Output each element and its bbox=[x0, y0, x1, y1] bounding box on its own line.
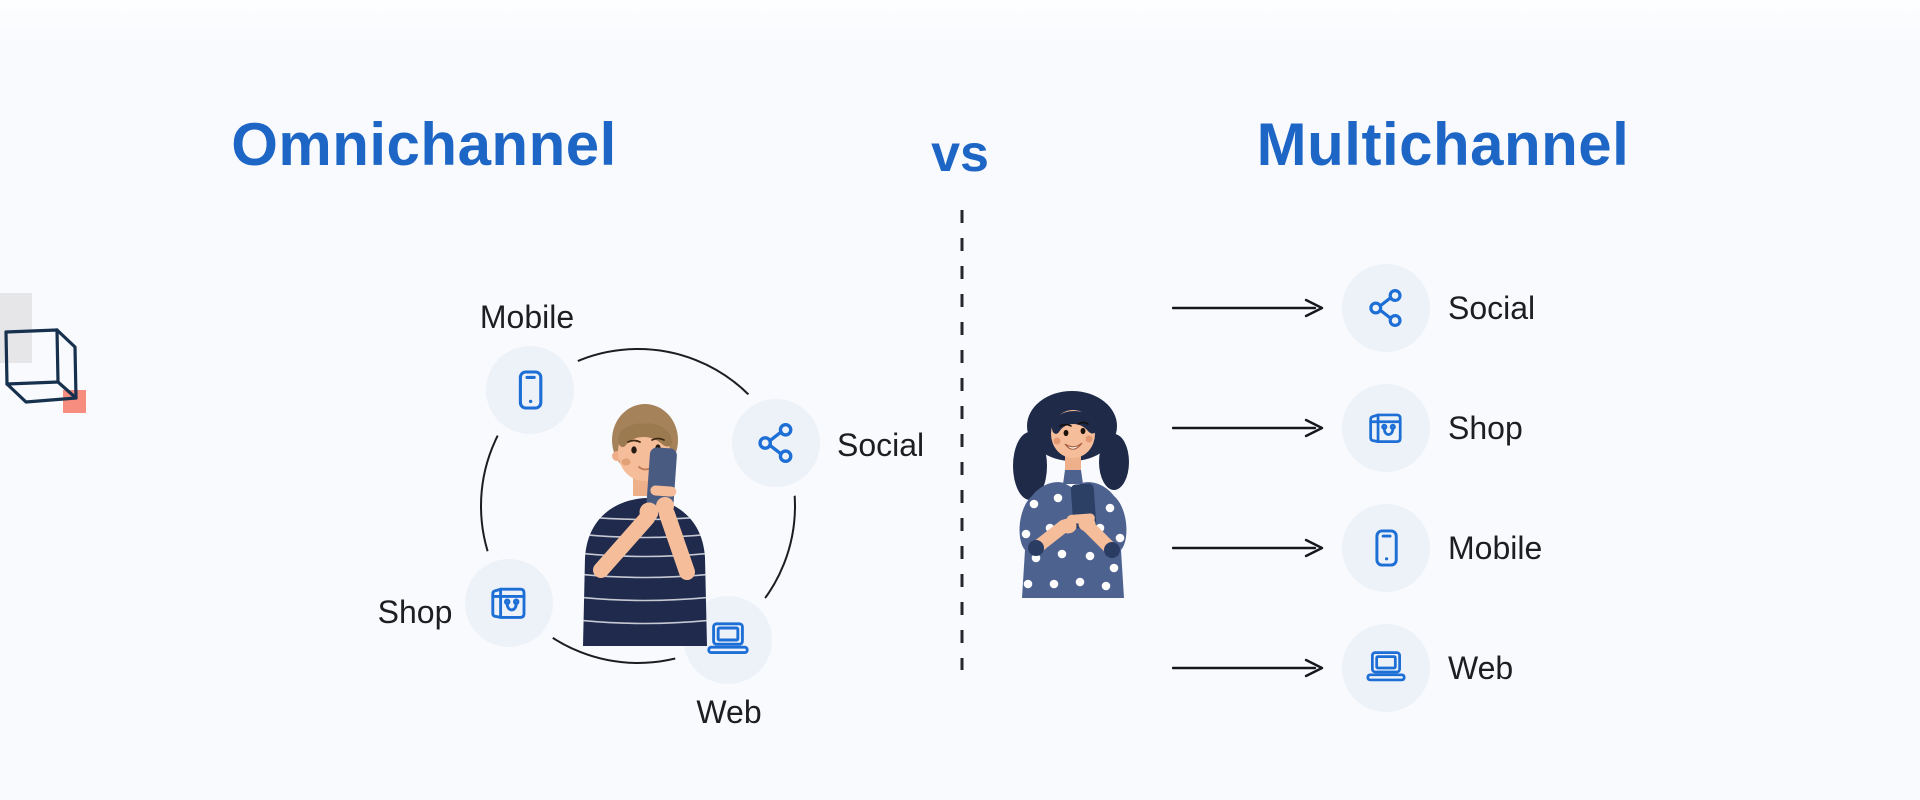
social-node bbox=[732, 399, 820, 487]
phone-icon bbox=[1375, 529, 1398, 567]
omnichannel-circle-graphic bbox=[453, 334, 832, 696]
multichannel-row-web: Web bbox=[1172, 624, 1513, 712]
channel-label-mobile: Mobile bbox=[1448, 530, 1543, 566]
laptop-icon bbox=[1366, 651, 1406, 682]
vertical-dashed-divider bbox=[960, 210, 964, 670]
arrow-icon bbox=[1172, 418, 1324, 438]
woman-with-phone-illustration bbox=[1013, 391, 1129, 598]
multichannel-row-mobile: Mobile bbox=[1172, 504, 1542, 592]
channel-label-web: Web bbox=[1448, 650, 1514, 686]
shop-node bbox=[1342, 384, 1430, 472]
channel-label-mobile: Mobile bbox=[479, 299, 575, 335]
bag-icon bbox=[1369, 413, 1402, 443]
social-node bbox=[1342, 264, 1430, 352]
mobile-node bbox=[1342, 504, 1430, 592]
deco-salmon-square bbox=[63, 390, 86, 413]
web-node bbox=[1342, 624, 1430, 712]
arrow-icon bbox=[1172, 298, 1324, 318]
share-icon bbox=[1369, 289, 1402, 327]
channel-label-web: Web bbox=[696, 694, 762, 730]
multichannel-row-shop: Shop bbox=[1172, 384, 1523, 472]
channel-label-shop: Shop bbox=[377, 594, 453, 630]
vs-label: vs bbox=[931, 125, 989, 183]
multichannel-title: Multichannel bbox=[1256, 111, 1630, 178]
multichannel-row-social: Social bbox=[1172, 264, 1535, 352]
arrow-icon bbox=[1172, 538, 1324, 558]
mobile-node bbox=[486, 346, 574, 434]
channel-label-social: Social bbox=[1448, 290, 1536, 326]
channel-label-social: Social bbox=[837, 427, 925, 463]
arrow-icon bbox=[1172, 658, 1324, 678]
man-with-phone-illustration bbox=[583, 404, 707, 646]
channel-label-shop: Shop bbox=[1448, 410, 1523, 446]
deco-cube-icon bbox=[4, 328, 78, 404]
omnichannel-title: Omnichannel bbox=[231, 111, 617, 178]
